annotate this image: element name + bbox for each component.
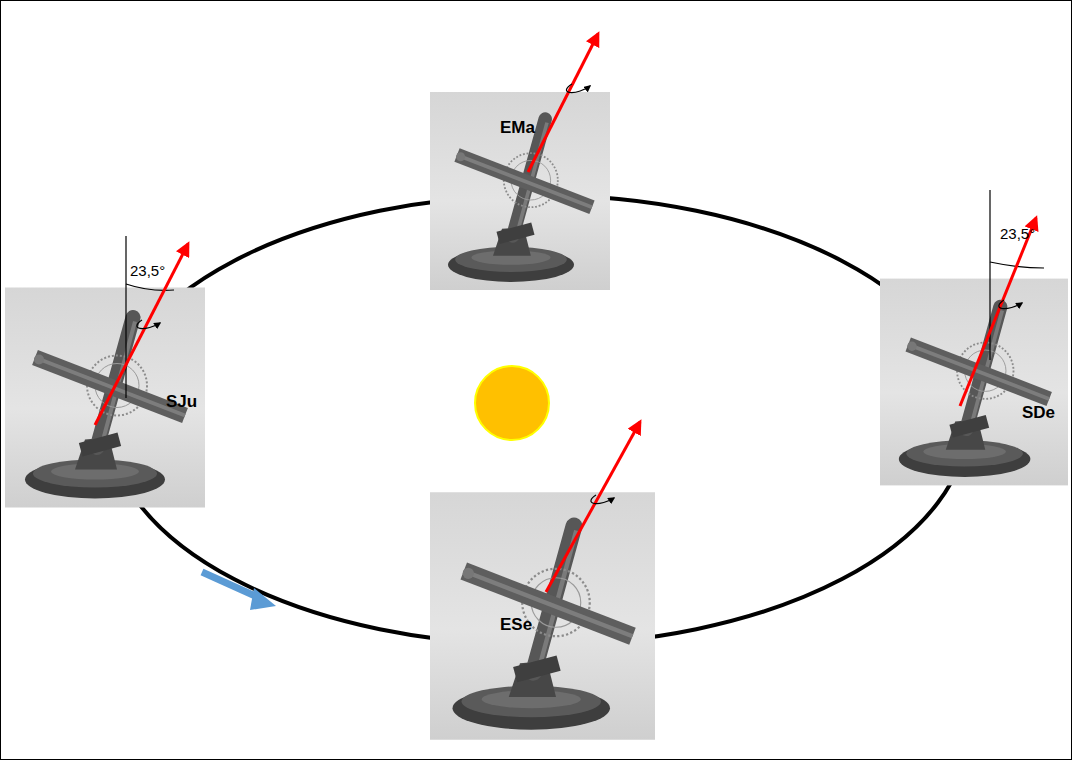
season-label-holder: EMa [500,118,535,138]
tilt-angle: 23,5° [130,262,165,279]
tellurium-photo [430,492,655,740]
axis-arrow [546,422,640,592]
season-label: SJu [166,392,197,411]
rotation-arrow [999,300,1022,309]
season-label-holder: SDe [1022,403,1055,423]
rotation-arrow [591,495,614,504]
season-label: ESe [500,615,532,634]
tellurium-photo [5,288,205,508]
axis-arrow [528,34,598,172]
rotation-arrow [566,84,590,93]
vertical-line [125,236,126,398]
tilt-angle-holder: 23,5° [1000,225,1035,243]
tellurium-photo [880,279,1068,486]
season-label: SDe [1022,403,1055,422]
direction-arrowhead [250,588,276,610]
season-label: EMa [500,118,535,137]
tellurium-photo [430,92,610,290]
rotation-arrow [137,320,160,329]
season-label-holder: ESe [500,615,532,635]
axis-arrow [960,218,1036,406]
season-label-holder: SJu [166,392,197,412]
tilt-angle: 23,5° [1000,225,1035,242]
sun [475,366,549,440]
tilt-angle-holder: 23,5° [130,262,165,280]
